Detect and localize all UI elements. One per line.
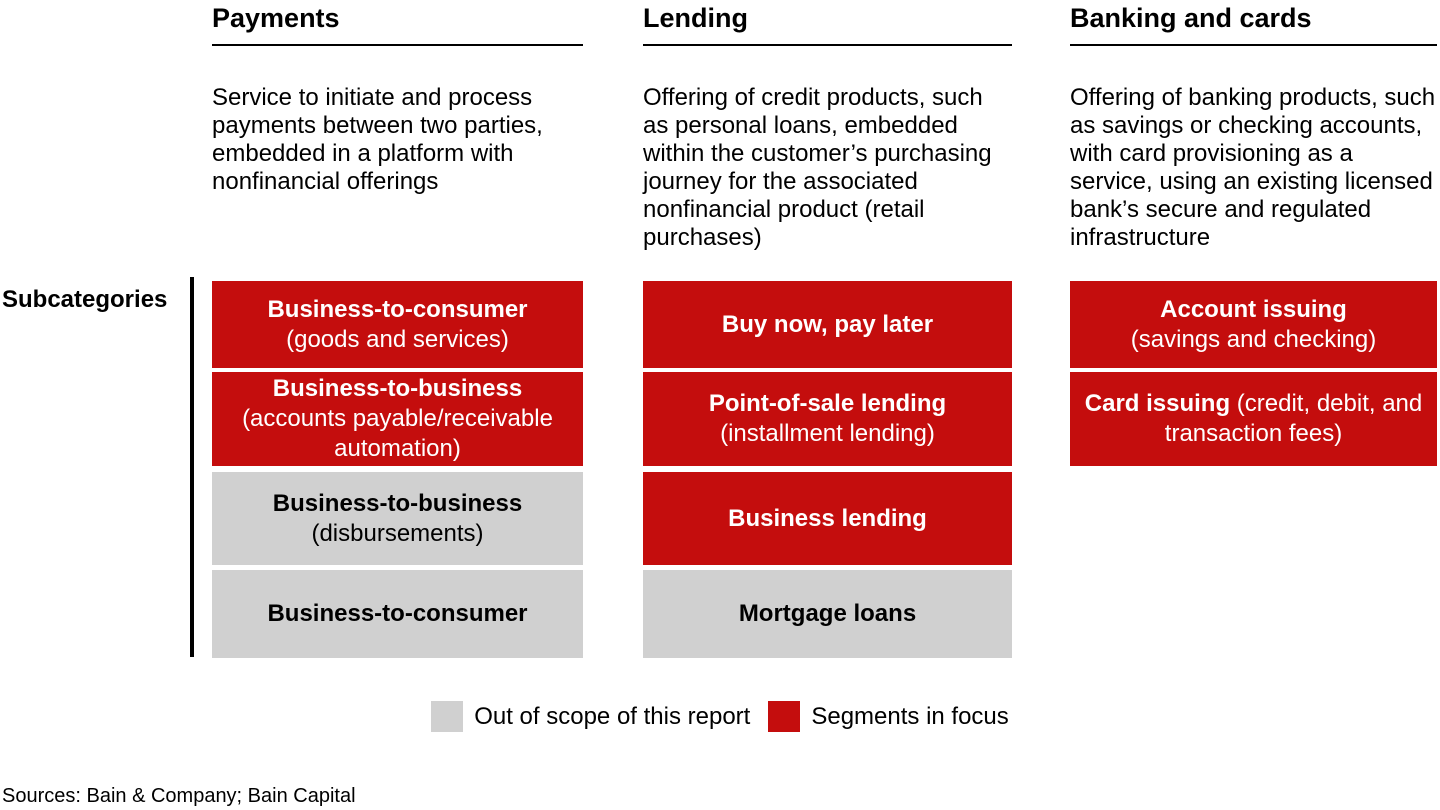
subcategories-label: Subcategories <box>2 286 168 313</box>
legend-swatch-out-of-scope <box>431 701 464 732</box>
subcategory-title: Point-of-sale lending <box>708 390 947 417</box>
legend-item-segments-in-focus: Segments in focus <box>768 701 1009 732</box>
subcategory-title: Buy now, pay later <box>721 310 934 338</box>
subcategory-box-text: Point-of-sale lending (installment lendi… <box>709 389 946 449</box>
legend-label-segments-in-focus: Segments in focus <box>811 703 1009 730</box>
column-title-payments: Payments <box>212 0 583 46</box>
subcategory-box-text: Mortgage loans <box>739 599 916 629</box>
subcategory-box: Card issuing (credit, debit, and transac… <box>1070 372 1437 466</box>
column-lending: Lending Offering of credit products, suc… <box>643 0 1012 658</box>
subcategory-box: Business-to-consumer (goods and services… <box>212 281 583 368</box>
column-description-banking-and-cards: Offering of banking products, such as sa… <box>1070 84 1436 251</box>
legend: Out of scope of this report Segments in … <box>0 701 1440 732</box>
legend-item-out-of-scope: Out of scope of this report <box>431 701 750 732</box>
column-title-banking-and-cards: Banking and cards <box>1070 0 1437 46</box>
subcategory-title: Account issuing <box>1160 295 1347 323</box>
subcategory-title: Business-to-business <box>272 489 523 517</box>
column-banking-and-cards: Banking and cards Offering of banking pr… <box>1070 0 1437 466</box>
legend-label-out-of-scope: Out of scope of this report <box>474 703 751 730</box>
subcategory-box-text: Business-to-consumer (goods and services… <box>267 295 527 355</box>
subcategory-box: Business lending <box>643 472 1012 565</box>
subcategory-box-text: Business-to-business (accounts payable/r… <box>222 374 573 464</box>
column-description-lending: Offering of credit products, such as per… <box>643 84 992 251</box>
subcategories-vertical-rule <box>190 277 194 657</box>
subcategory-box: Business-to-business (accounts payable/r… <box>212 372 583 466</box>
subcategory-box-text: Buy now, pay later <box>722 310 933 340</box>
subcategory-title: Business lending <box>728 504 927 532</box>
subcategory-title: Card issuing <box>1084 390 1231 417</box>
subcategory-subtitle: (savings and checking) <box>1130 325 1377 353</box>
subcategory-box-text: Card issuing (credit, debit, and transac… <box>1080 389 1427 449</box>
subcategory-box: Account issuing (savings and checking) <box>1070 281 1437 368</box>
subcategory-subtitle: (accounts payable/receivable automation) <box>242 405 553 462</box>
column-description-payments: Service to initiate and process payments… <box>212 84 543 195</box>
subcategory-subtitle: (credit, debit, and transaction fees) <box>1164 390 1423 447</box>
subcategory-box-text: Business lending <box>728 504 927 534</box>
column-title-lending: Lending <box>643 0 1012 46</box>
sources-note: Sources: Bain & Company; Bain Capital <box>2 785 356 807</box>
subcategory-box-text: Account issuing (savings and checking) <box>1131 295 1376 355</box>
subcategory-box: Business-to-business (disbursements) <box>212 472 583 565</box>
column-payments: Payments Service to initiate and process… <box>212 0 583 658</box>
subcategory-box: Business-to-consumer <box>212 570 583 658</box>
subcategory-title: Business-to-consumer <box>267 295 528 323</box>
subcategory-title: Business-to-business <box>272 375 523 402</box>
legend-swatch-segments-in-focus <box>768 701 801 732</box>
subcategory-subtitle: (disbursements) <box>311 519 484 547</box>
subcategory-boxes-lending: Buy now, pay later Point-of-sale lending… <box>643 281 1012 658</box>
subcategory-box: Point-of-sale lending (installment lendi… <box>643 372 1012 466</box>
subcategory-box: Mortgage loans <box>643 570 1012 658</box>
subcategory-subtitle: (installment lending) <box>720 420 935 447</box>
subcategory-title: Mortgage loans <box>738 600 917 627</box>
subcategory-box-text: Business-to-business (disbursements) <box>273 489 522 549</box>
subcategory-boxes-payments: Business-to-consumer (goods and services… <box>212 281 583 658</box>
subcategory-title: Business-to-consumer <box>267 600 528 627</box>
subcategory-box-text: Business-to-consumer <box>267 599 527 629</box>
subcategory-box: Buy now, pay later <box>643 281 1012 368</box>
subcategory-subtitle: (goods and services) <box>286 325 509 353</box>
subcategory-boxes-banking-and-cards: Account issuing (savings and checking) C… <box>1070 281 1437 472</box>
